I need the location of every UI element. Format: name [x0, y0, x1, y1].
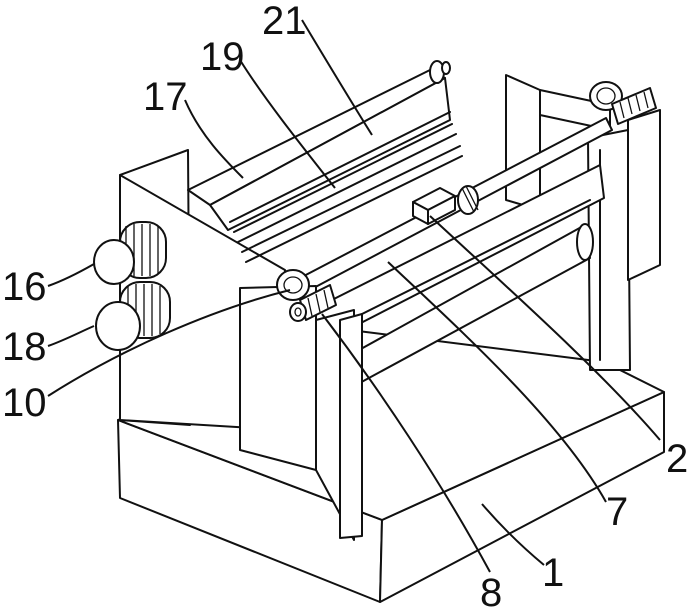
right-gear-assembly [589, 81, 657, 125]
label-10: 10 [2, 381, 47, 425]
motor-16 [93, 221, 167, 285]
rear-roller-assembly [187, 60, 463, 263]
label-17: 17 [143, 75, 188, 119]
label-18: 18 [2, 325, 47, 369]
label-16: 16 [2, 265, 47, 309]
slider-block [412, 185, 479, 225]
label-1: 1 [542, 551, 564, 595]
label-19: 19 [200, 35, 245, 79]
leader-lines [47, 19, 661, 573]
label-7: 7 [606, 490, 628, 534]
label-8: 8 [480, 571, 502, 612]
motor-18 [95, 281, 171, 351]
label-21: 21 [262, 0, 307, 43]
label-2: 2 [666, 437, 688, 481]
front-gear-assembly [276, 269, 337, 322]
